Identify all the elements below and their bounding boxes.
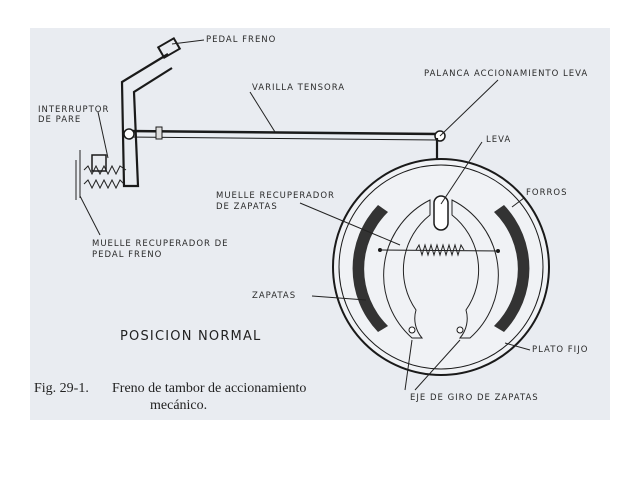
label-palanca: PALANCA ACCIONAMIENTO LEVA (424, 69, 588, 79)
caption-line-1: Freno de tambor de accionamiento (112, 381, 306, 396)
label-eje-giro: EJE DE GIRO DE ZAPATAS (410, 393, 539, 403)
label-muelle-pedal-1: MUELLE RECUPERADOR DE (92, 239, 229, 249)
brake-drum (332, 158, 550, 376)
label-pedal-freno: PEDAL FRENO (206, 35, 276, 45)
label-plato-fijo: PLATO FIJO (532, 345, 588, 355)
label-interruptor-1: INTERRUPTOR (38, 105, 109, 115)
pedal-return-spring (75, 150, 127, 200)
label-zapatas: ZAPATAS (252, 291, 296, 301)
left-lining (352, 205, 388, 332)
label-varilla-tensora: VARILLA TENSORA (252, 83, 345, 93)
leader-lines (79, 39, 531, 391)
caption-number: Fig. 29-1. (34, 381, 89, 396)
label-forros: FORROS (526, 188, 567, 198)
tension-rod (123, 126, 446, 142)
right-shoe (451, 199, 499, 339)
label-posicion-normal: POSICION NORMAL (120, 329, 262, 344)
label-muelle-zapatas-1: MUELLE RECUPERADOR (216, 191, 335, 201)
label-muelle-pedal-2: PEDAL FRENO (92, 250, 162, 260)
label-muelle-zapatas-2: DE ZAPATAS (216, 202, 278, 212)
cam (433, 195, 449, 231)
caption-line-2: mecánico. (150, 398, 207, 413)
shoe-return-spring (377, 243, 501, 257)
right-pivot-pin (456, 326, 464, 334)
left-pivot-pin (408, 326, 416, 334)
right-lining (494, 205, 530, 332)
label-leva: LEVA (486, 135, 511, 145)
stop-switch (91, 154, 107, 172)
label-interruptor-2: DE PARE (38, 115, 81, 125)
brake-pedal-arm (120, 36, 182, 188)
pedal-pad (156, 36, 182, 60)
pedal-pivot (123, 128, 135, 140)
